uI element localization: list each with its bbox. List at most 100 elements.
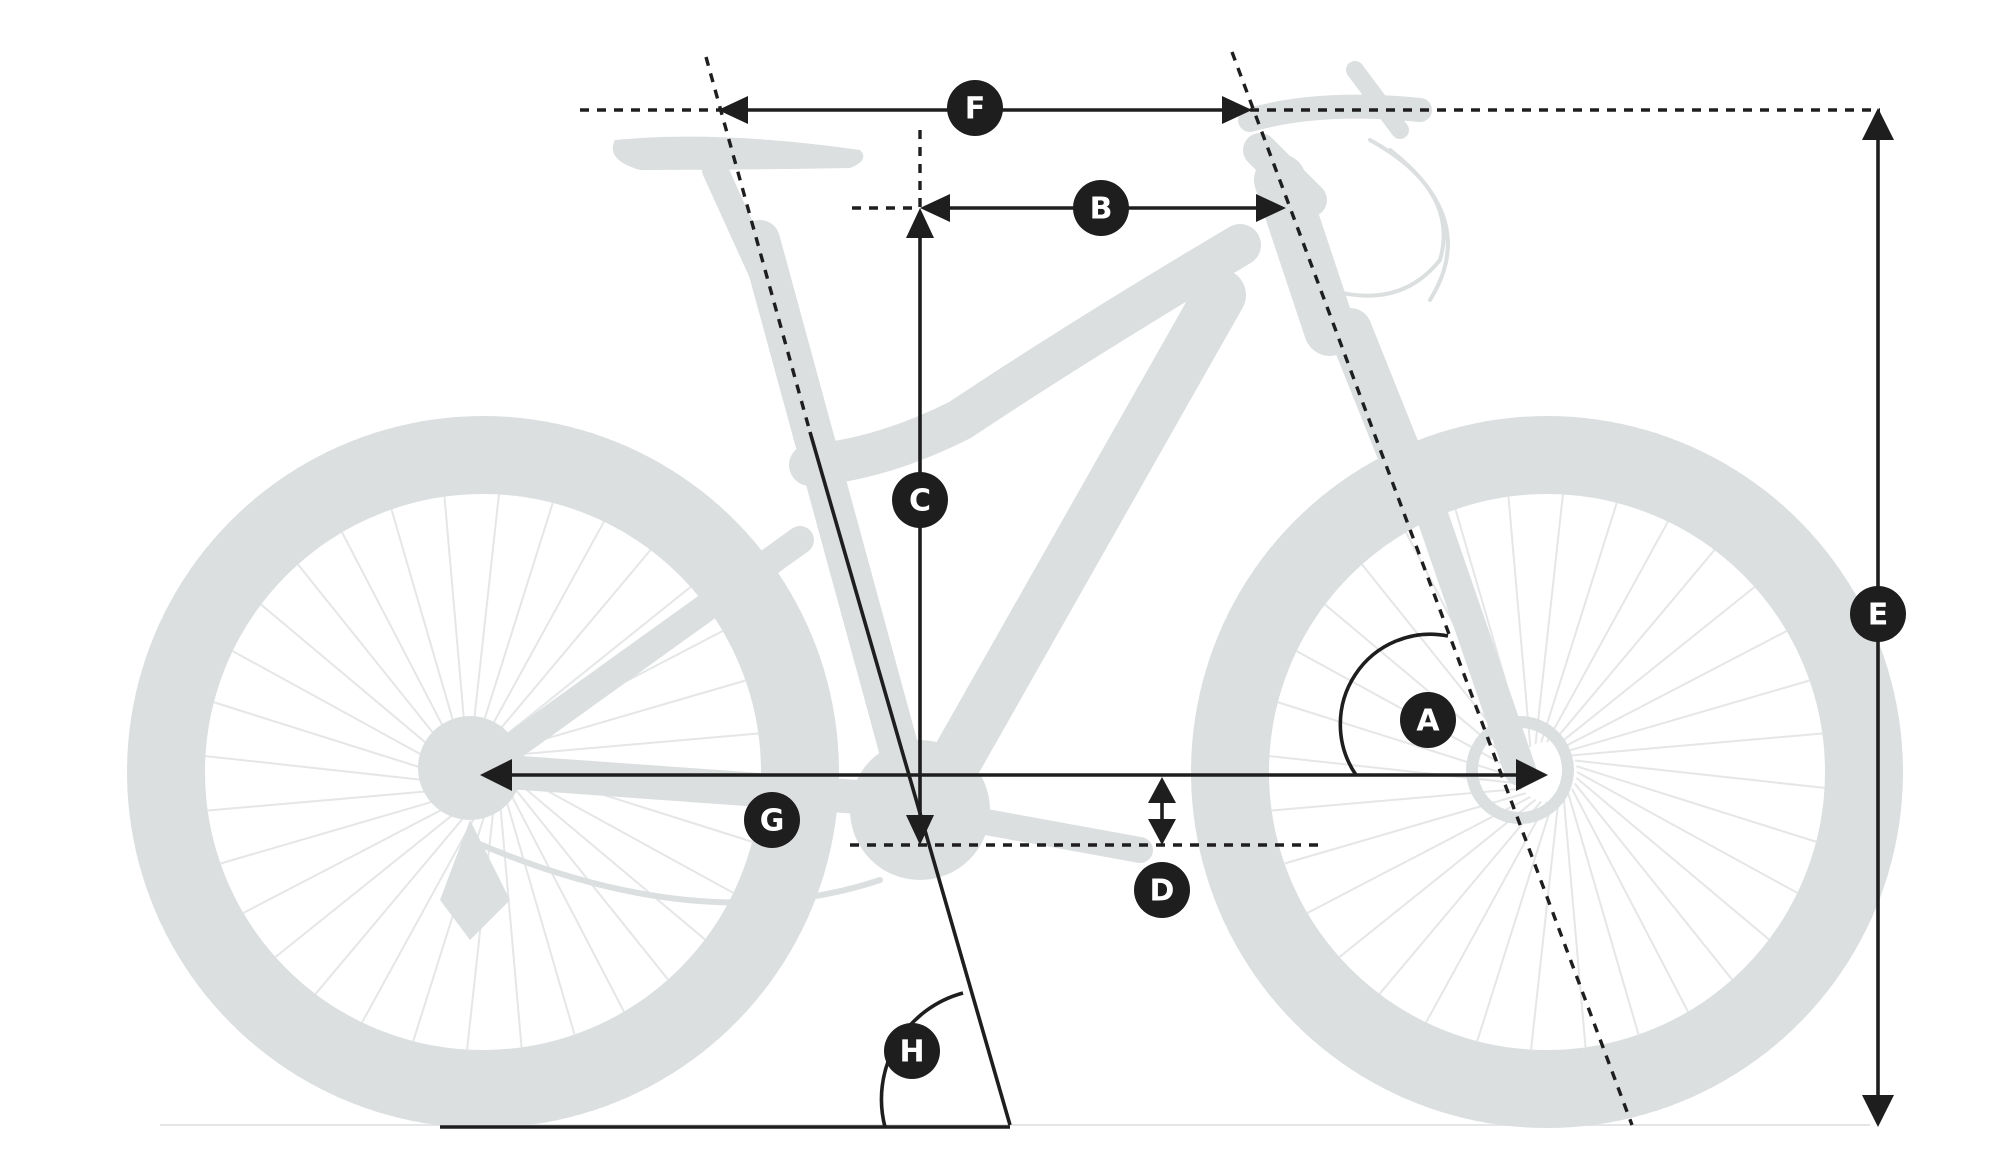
spoke [482,521,605,743]
spoke [493,586,692,746]
spoke [1562,796,1587,1048]
badge-b: B [1073,180,1129,236]
dim-c-arrow-top [906,208,934,238]
spoke [1338,798,1537,958]
spoke [390,509,463,752]
spoke [205,755,456,785]
spoke [314,800,478,995]
spoke [507,732,759,757]
spoke [1573,782,1733,981]
spoke [1378,800,1542,995]
spoke [443,496,468,748]
dim-g-arrow-left [480,759,512,791]
spoke [1540,502,1618,743]
rear-derailleur [440,820,510,940]
spoke [274,798,473,958]
dim-e-arrow-top [1862,108,1894,140]
saddle [612,136,864,170]
head-tube [1254,154,1356,356]
spoke [1576,771,1798,894]
seatstay [466,526,814,784]
spoke [1574,759,1825,789]
seat-tube-solid-line [808,431,1012,1126]
dim-d-arrow-bottom [1148,819,1176,845]
seat-tube-axis [704,56,812,433]
badge-a: A [1400,692,1456,748]
spoke [1567,792,1640,1035]
dim-f-arrow-left [718,96,748,124]
badge-d-label: D [1150,874,1175,909]
badge-h: H [884,1023,940,1079]
badge-f: F [947,80,1003,136]
dim-e-arrow-bottom [1862,1095,1894,1127]
spoke [507,788,625,1013]
spoke [1571,788,1689,1013]
front-wheel-tyre [1191,416,1903,1128]
dim-f-arrow-right [1222,96,1252,124]
spoke [242,796,467,914]
stem [1243,133,1327,217]
spoke [488,549,652,744]
fork-upper [1328,308,1432,502]
badge-h-label: H [899,1035,924,1070]
spoke [1269,755,1520,785]
spoke [260,603,455,767]
badge-c-label: C [909,484,931,519]
spoke [1567,679,1810,752]
spoke [1476,801,1554,1042]
crank-arm [907,797,1153,863]
brake-lever [1346,61,1409,139]
spoke [1575,777,1770,941]
spoke [361,801,484,1023]
fork-lower [1404,464,1536,786]
spoke [213,701,454,779]
top-tube [789,224,1261,486]
badge-g-label: G [760,804,785,839]
seatpost [702,157,778,293]
spoke [232,650,454,773]
badge-b-label: B [1090,192,1113,227]
spoke [1576,765,1817,843]
dim-b-arrow-right [1256,194,1286,222]
rear-wheel-rim [197,486,769,1058]
spoke [297,563,457,762]
dim-c-arrow-bottom [906,815,934,845]
spoke [470,494,500,745]
dim-d-arrow-top [1148,777,1176,803]
spoke [498,796,523,1048]
spoke [1557,586,1756,746]
angle-a-arc [1338,632,1449,777]
spoke [220,792,463,865]
spoke [1534,494,1564,745]
spoke [1546,521,1669,743]
badge-d: D [1134,862,1190,918]
spoke [1530,799,1560,1050]
dimension-annotations [440,51,1894,1129]
front-wheel-rim [1261,486,1833,1058]
handlebar [1238,94,1432,132]
spoke [503,792,576,1035]
badge-e-label: E [1868,598,1889,633]
rear-wheel-tyre [127,416,839,1128]
brake-cables [1328,138,1450,302]
badge-f-label: F [965,92,986,127]
bike-silhouette [127,61,1903,1128]
down-tube [919,269,1246,806]
spoke [341,531,459,756]
spoke [1571,732,1823,757]
badge-c: C [892,472,948,528]
badge-a-label: A [1416,704,1440,739]
dim-g-arrow-right [1516,759,1548,791]
rear-wheel-spokes [205,494,761,1050]
spoke [1552,549,1716,744]
badge-e: E [1850,586,1906,642]
spoke [476,502,554,743]
dim-b-arrow-left [920,194,950,222]
head-tube-axis [1230,51,1634,1126]
spoke [511,777,706,941]
spoke [1425,801,1548,1023]
spoke [1507,496,1532,748]
chain [467,837,883,906]
spoke [207,787,459,812]
